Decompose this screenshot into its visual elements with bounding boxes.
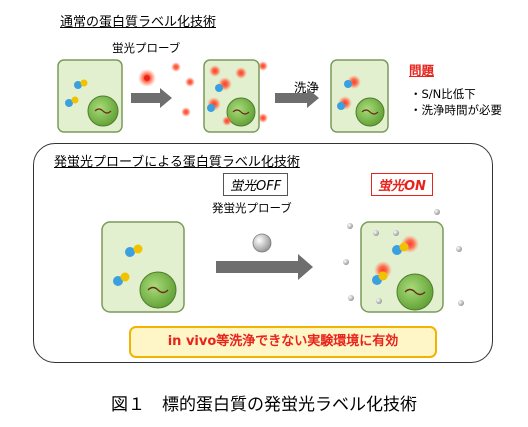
target-protein-icon xyxy=(207,104,215,112)
fluorescent-probe-icon xyxy=(209,65,221,77)
tag-protein-icon xyxy=(133,244,143,254)
fluorescent-probe-icon xyxy=(171,62,181,72)
tag-protein-icon xyxy=(71,96,79,104)
target-protein-icon xyxy=(337,102,345,110)
fluorogenic-probe-icon xyxy=(347,223,353,229)
cell-unlabeled xyxy=(57,59,123,133)
dna-icon xyxy=(404,288,426,296)
arrow-icon xyxy=(131,88,172,108)
fluorogenic-probe-icon xyxy=(434,209,440,215)
fluorogenic-probe-icon xyxy=(458,300,464,306)
fluorescent-probe-icon xyxy=(374,261,392,279)
tag-protein-icon xyxy=(120,272,130,282)
activatable-heading: 発蛍光プローブによる蛋白質ラベル化技術 xyxy=(54,155,300,170)
fluorescence-on-label: 蛍光ON xyxy=(371,173,433,196)
fluorescent-probe-icon xyxy=(185,77,195,87)
probe-label: 蛍光プローブ xyxy=(112,41,181,55)
fluorescent-probe-icon xyxy=(258,61,268,71)
cell-before-probe xyxy=(101,221,185,313)
fluorogenic-probe-icon xyxy=(348,295,354,301)
fluorogenic-probe-icon xyxy=(393,230,399,236)
free-probes xyxy=(171,61,268,123)
arrow-icon xyxy=(275,88,319,108)
fluorescent-probe-icon xyxy=(181,107,191,117)
fluorescent-probe-icon xyxy=(235,67,247,79)
tag-protein-icon xyxy=(399,242,409,252)
fluorescent-probe-icon xyxy=(258,113,268,123)
dna-icon xyxy=(147,286,169,294)
figure-caption: 図１ 標的蛋白質の発蛍光ラベル化技術 xyxy=(111,395,417,415)
tag-protein-icon xyxy=(378,271,388,281)
in-vivo-banner: in vivo等洗浄できない実験環境に有効 xyxy=(129,326,437,358)
target-protein-icon xyxy=(125,247,135,257)
dna-icon xyxy=(232,109,250,115)
target-protein-icon xyxy=(74,81,82,89)
wash-label: 洗浄 xyxy=(294,80,320,95)
activatable-section-frame xyxy=(33,143,493,363)
fluorogenic-probe-icon xyxy=(343,259,349,265)
fluorescent-probe-icon xyxy=(222,116,232,126)
probe-core xyxy=(144,75,150,81)
fluorogenic-probe-icon xyxy=(376,298,382,304)
problem-item: ・洗浄時間が必要 xyxy=(410,103,502,117)
fluorogenic-probe-icon xyxy=(252,233,272,253)
fluorescence-off-label: 蛍光OFF xyxy=(223,173,289,196)
arrow-icon xyxy=(216,254,313,280)
fluorogenic-probe-icon xyxy=(456,246,462,252)
conventional-heading: 通常の蛋白質ラベル化技術 xyxy=(60,15,217,30)
fluorogenic-probe-label: 発蛍光プローブ xyxy=(212,201,292,215)
cell-labeled xyxy=(203,59,260,133)
target-protein-icon xyxy=(113,276,123,286)
cell-after-probe xyxy=(360,221,444,313)
tag-protein-icon xyxy=(80,79,88,87)
dna-icon xyxy=(94,108,112,114)
target-protein-icon xyxy=(215,84,223,92)
problem-item: ・S/N比低下 xyxy=(410,87,476,101)
target-protein-icon xyxy=(344,80,352,88)
free-fluorogenic-probes xyxy=(343,209,464,306)
target-protein-icon xyxy=(65,99,73,107)
fluorogenic-probe-icon xyxy=(373,230,379,236)
problem-title: 問題 xyxy=(409,63,435,78)
dna-icon xyxy=(361,109,379,115)
target-protein-icon xyxy=(392,245,402,255)
cell-washed xyxy=(330,59,389,133)
